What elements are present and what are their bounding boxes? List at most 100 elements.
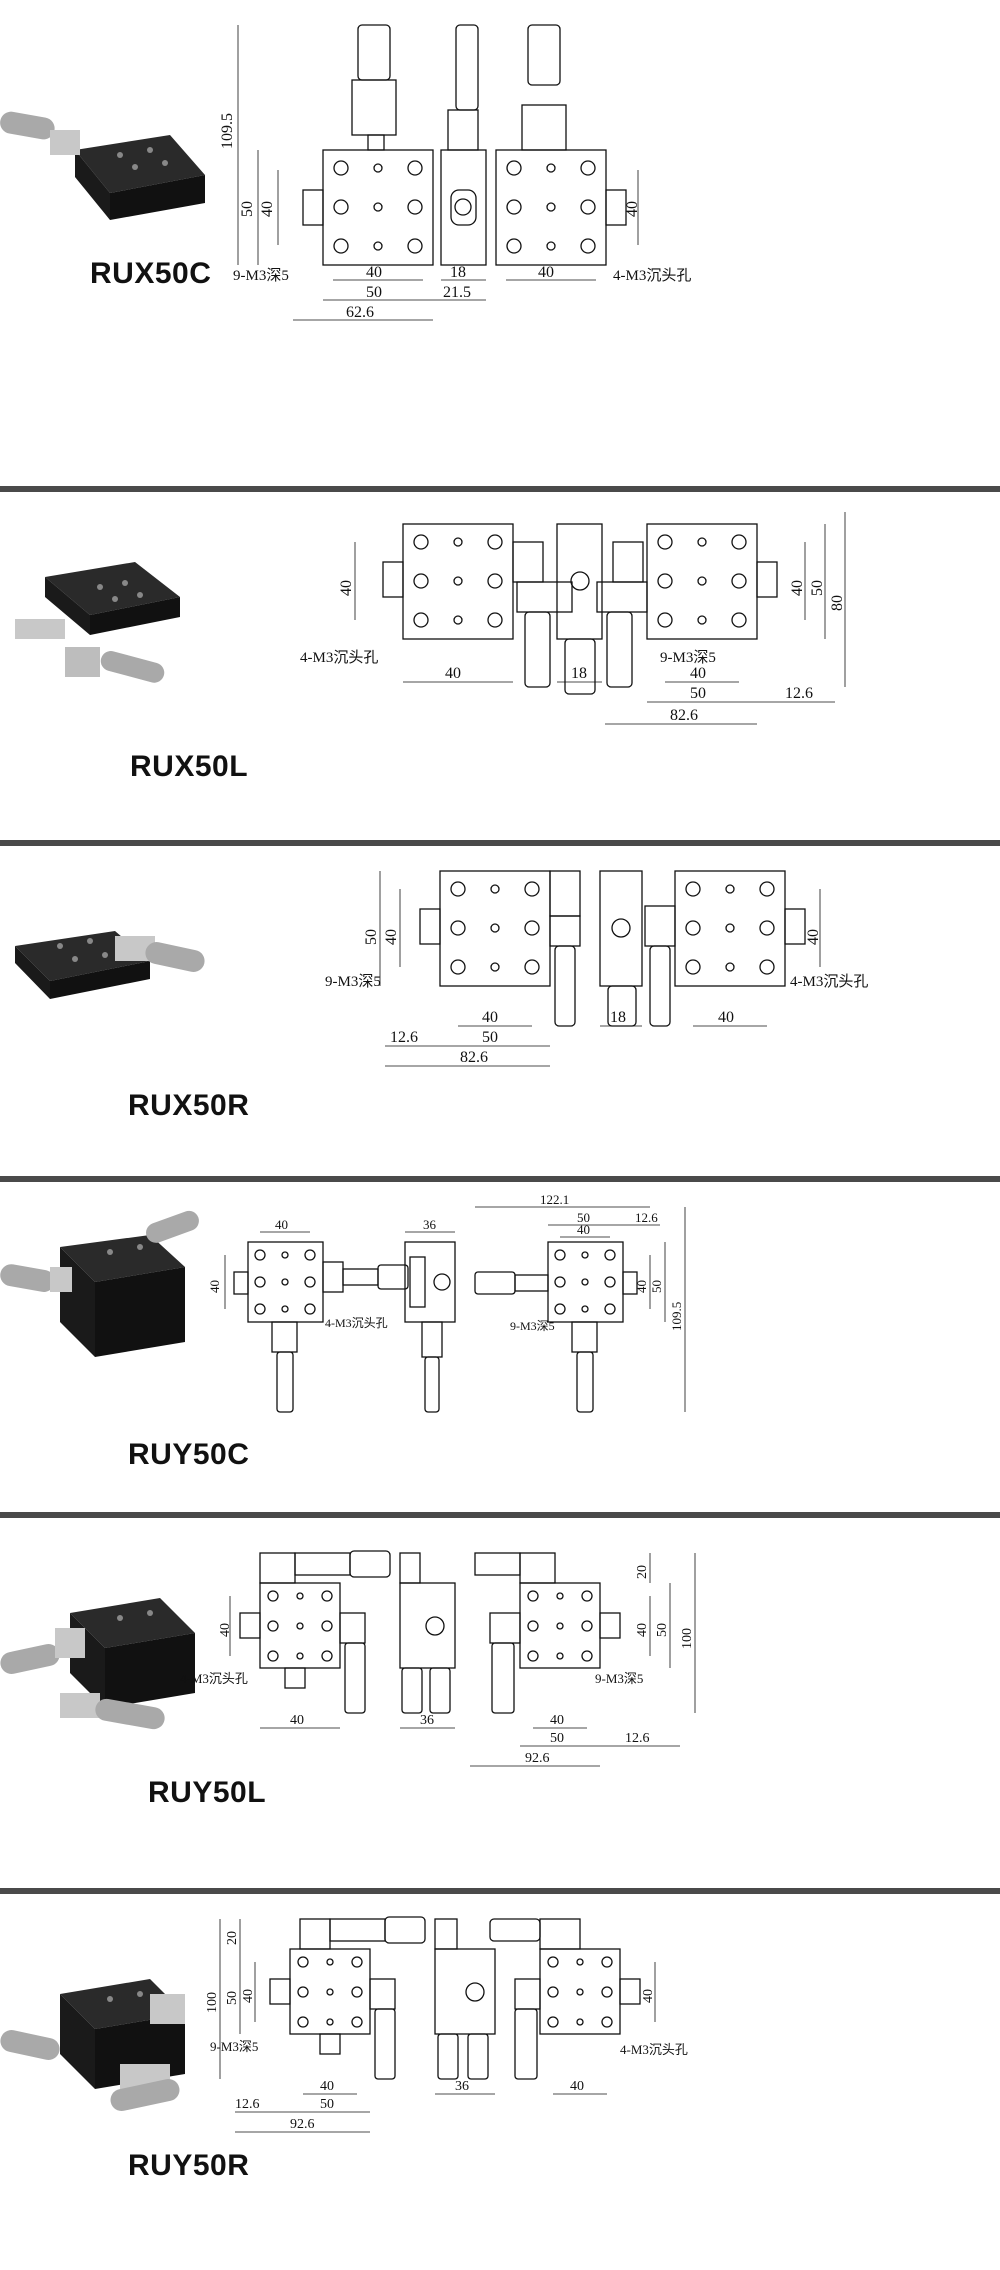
product-section-rux50l: RUX50L: [0, 492, 1000, 840]
technical-drawing: 40 40 36 122.1 50 40 12.6 40 50 109.5 4-…: [207, 1192, 686, 1413]
model-label: RUY50C: [128, 1438, 250, 1471]
model-label: RUX50R: [128, 1089, 250, 1122]
dimension-label: 36: [455, 2079, 469, 2094]
product-section-ruy50l: RUY50L: [0, 1518, 1000, 1888]
dimension-label: 50: [482, 1029, 498, 1046]
dimension-label: 40: [445, 665, 461, 682]
dimension-label: 122.1: [540, 1192, 569, 1207]
dimension-label: 40: [624, 201, 641, 217]
dimension-label: 40: [482, 1009, 498, 1026]
model-label: RUY50R: [128, 2149, 250, 2182]
dimension-label: 62.6: [346, 304, 374, 321]
model-label: RUY50L: [148, 1776, 267, 1809]
section-divider: [0, 1888, 1000, 1894]
tap-hole-note: 9-M3深5: [325, 973, 381, 990]
model-label: RUX50C: [90, 257, 212, 290]
dimension-label: 40: [538, 264, 554, 281]
dimension-label: 40: [207, 1280, 222, 1293]
dimension-label: 40: [570, 2079, 584, 2094]
technical-drawing: 20 50 40 100 40 50 92.6 12.6 36 40 40 9-…: [205, 1916, 688, 2133]
dimension-label: 40: [577, 1222, 590, 1237]
product-photo: [15, 931, 205, 999]
dimension-label: 40: [366, 264, 382, 281]
dimension-label: 92.6: [525, 1751, 550, 1766]
dimension-label: 50: [363, 929, 380, 945]
dimension-label: 109.5: [669, 1302, 684, 1331]
technical-drawing: 40 40 36 20 40 50 100 40 50 92.6 12.6 4-…: [180, 1550, 696, 1767]
dimension-label: 18: [450, 264, 466, 281]
dimension-label: 82.6: [460, 1049, 488, 1066]
dimension-label: 40: [634, 1280, 649, 1293]
product-section-ruy50r: RUY50R: [0, 1894, 1000, 2270]
technical-drawing: 109.5 50 40 40 50 62.6 18 21.5 40 40 9-M…: [219, 24, 691, 321]
product-photo: [15, 562, 180, 683]
countersink-note: 4-M3沉头孔: [613, 267, 691, 284]
dimension-label: 18: [610, 1009, 626, 1026]
dimension-label: 12.6: [235, 2097, 260, 2112]
technical-drawing: 40 40 18 40 50 82.6 12.6 40 50 80 4-M3沉头…: [300, 512, 846, 725]
countersink-note: 4-M3沉头孔: [325, 1316, 388, 1330]
dimension-label: 50: [690, 685, 706, 702]
dimension-label: 50: [225, 1991, 240, 2005]
countersink-note: 4-M3沉头孔: [790, 973, 868, 990]
dimension-label: 40: [641, 1989, 656, 2003]
dimension-label: 92.6: [290, 2117, 315, 2132]
dimension-label: 40: [635, 1623, 650, 1637]
dimension-label: 40: [805, 929, 822, 945]
section-divider: [0, 1176, 1000, 1182]
product-photo: [0, 111, 205, 220]
product-photo: [0, 1979, 185, 2111]
countersink-note: 4-M3沉头孔: [180, 1671, 248, 1686]
dimension-label: 12.6: [625, 1731, 650, 1746]
countersink-note: 4-M3沉头孔: [300, 649, 378, 666]
dimension-label: 82.6: [670, 707, 698, 724]
dimension-label: 80: [829, 595, 846, 611]
technical-drawing: 50 40 40 50 82.6 12.6 18 40 40 9-M3深5 4-…: [325, 870, 868, 1067]
dimension-label: 50: [550, 1731, 564, 1746]
model-label: RUX50L: [130, 750, 249, 783]
dimension-label: 12.6: [635, 1210, 658, 1225]
dimension-label: 12.6: [390, 1029, 418, 1046]
dimension-label: 40: [290, 1713, 304, 1728]
dimension-label: 100: [680, 1628, 695, 1649]
tap-hole-note: 9-M3深5: [233, 267, 289, 284]
dimension-label: 40: [320, 2079, 334, 2094]
tap-hole-note: 9-M3深5: [595, 1671, 643, 1686]
countersink-note: 4-M3沉头孔: [620, 2042, 688, 2057]
dimension-label: 36: [420, 1713, 434, 1728]
dimension-label: 40: [718, 1009, 734, 1026]
dimension-label: 40: [789, 580, 806, 596]
section-divider: [0, 1512, 1000, 1518]
section-divider: [0, 840, 1000, 846]
product-photo: [0, 1210, 199, 1357]
product-section-rux50c: RUX50C: [0, 0, 1000, 486]
tap-hole-note: 9-M3深5: [210, 2039, 258, 2054]
dimension-label: 50: [320, 2097, 334, 2112]
dimension-label: 36: [423, 1217, 437, 1232]
dimension-label: 40: [241, 1989, 256, 2003]
dimension-label: 40: [383, 929, 400, 945]
dimension-label: 40: [690, 665, 706, 682]
dimension-label: 40: [218, 1623, 233, 1637]
dimension-label: 12.6: [785, 685, 813, 702]
dimension-label: 50: [649, 1280, 664, 1293]
dimension-label: 40: [275, 1217, 288, 1232]
product-section-rux50r: RUX50R: [0, 846, 1000, 1176]
dimension-label: 50: [577, 1210, 590, 1225]
tap-hole-note: 9-M3深5: [510, 1319, 555, 1333]
product-section-ruy50c: RUY50C: [0, 1182, 1000, 1512]
dimension-label: 50: [239, 201, 256, 217]
dimension-label: 50: [366, 284, 382, 301]
dimension-label: 109.5: [219, 113, 236, 149]
dimension-label: 40: [259, 201, 276, 217]
dimension-label: 21.5: [443, 284, 471, 301]
dimension-label: 18: [571, 665, 587, 682]
dimension-label: 100: [205, 1992, 220, 2013]
dimension-label: 40: [550, 1713, 564, 1728]
section-divider: [0, 486, 1000, 492]
dimension-label: 20: [635, 1565, 650, 1579]
dimension-label: 20: [225, 1931, 240, 1945]
dimension-label: 50: [655, 1623, 670, 1637]
tap-hole-note: 9-M3深5: [660, 649, 716, 666]
dimension-label: 50: [809, 580, 826, 596]
